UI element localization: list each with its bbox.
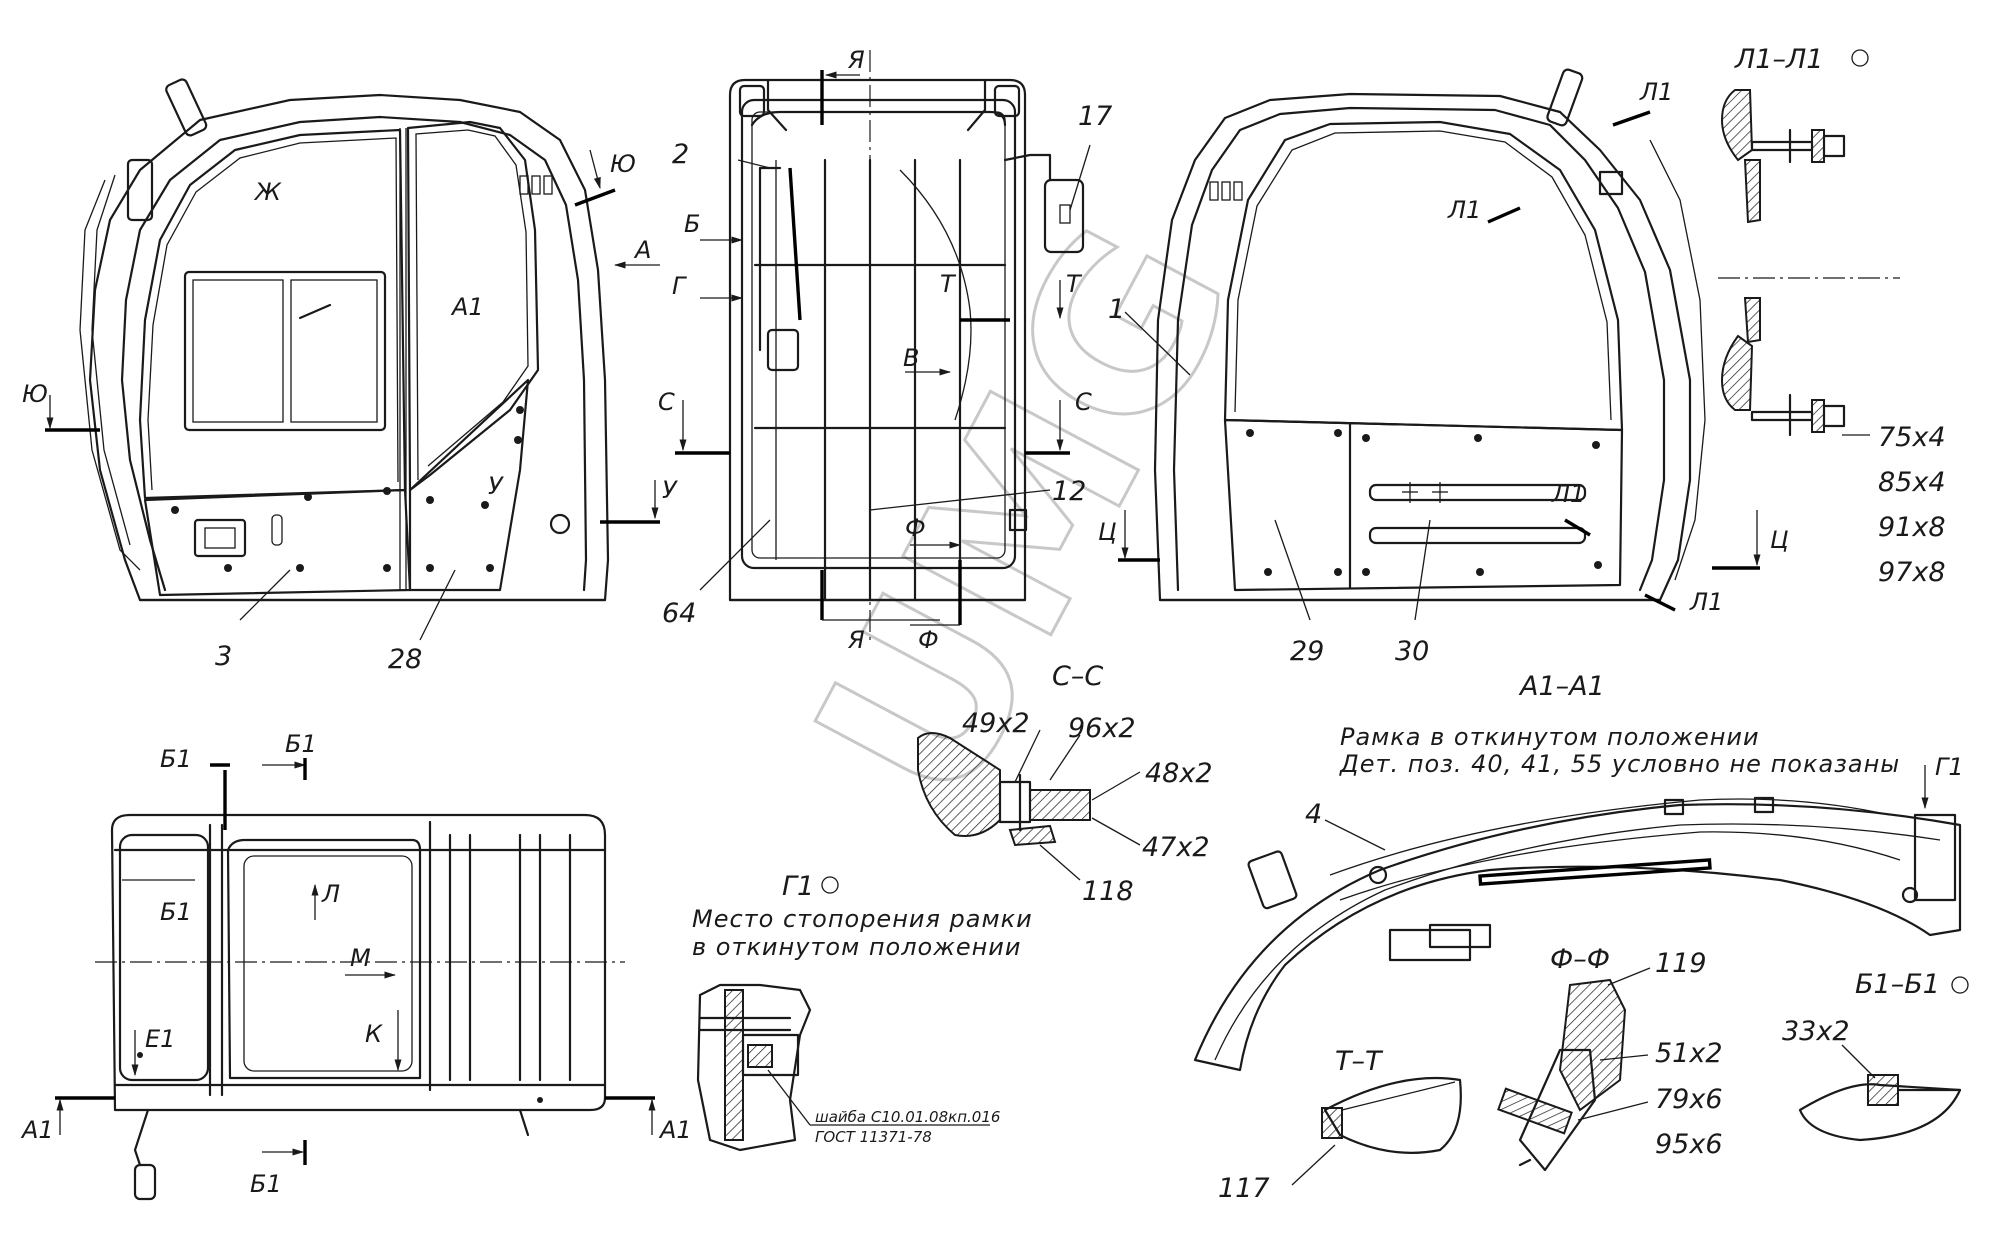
mark-ts-right: Ц (1770, 526, 1789, 554)
note-frame-position: Рамка в откинутом положении (1340, 723, 1760, 751)
mark-v: В (903, 344, 919, 372)
note-gost: ГОСТ 11371-78 (815, 1128, 932, 1146)
part-49x2: 49x2 (962, 708, 1030, 739)
mark-b1-bottom: Б1 (250, 1170, 282, 1198)
part-4: 4 (1305, 799, 1322, 830)
mark-zh: Ж (253, 178, 282, 206)
mark-u-left: У (662, 476, 678, 504)
mark-ya-top: Я (847, 46, 865, 74)
section-a1 (1193, 796, 1962, 1072)
title-f-f: Ф–Ф (1550, 944, 1610, 975)
mark-ts-left: Ц (1098, 518, 1117, 546)
mark-a1-left: А1 (20, 1116, 54, 1144)
mark-b1-inner: Б1 (160, 898, 192, 926)
part-117: 117 (1218, 1173, 1270, 1204)
mark-f-mid: Ф (905, 514, 926, 542)
part-95x6: 95x6 (1655, 1129, 1723, 1160)
mark-u-near: У (488, 472, 504, 500)
section-t (1321, 1076, 1462, 1154)
note-parts-not-shown: Дет. поз. 40, 41, 55 условно не показаны (1339, 750, 1900, 778)
mark-yu-right: Ю (610, 150, 636, 178)
mark-l: Л (321, 880, 340, 908)
mark-f-bottom: Ф (918, 626, 939, 654)
mark-a1-top: А1 (450, 293, 484, 321)
note-lock-place: Место стопорения рамки (692, 905, 1033, 933)
part-12: 12 (1052, 476, 1086, 507)
part-75x4: 75x4 (1878, 422, 1946, 453)
mark-e1: Е1 (145, 1025, 175, 1053)
title-a1-a1: А1–А1 (1518, 671, 1605, 702)
cabin-top-view (95, 813, 625, 1201)
note-lock-position: в откинутом положении (692, 933, 1022, 961)
mark-b1-topright: Б1 (285, 730, 317, 758)
mark-a1-right: А1 (658, 1116, 692, 1144)
part-119: 119 (1655, 948, 1707, 979)
part-64: 64 (662, 598, 696, 629)
part-1: 1 (1108, 294, 1125, 325)
part-47x2: 47x2 (1142, 832, 1210, 863)
part-29: 29 (1290, 636, 1324, 667)
section-cut-markers (45, 70, 1929, 1165)
mark-t-left: Т (940, 270, 957, 298)
title-l1-l1: Л1–Л1 (1734, 44, 1823, 75)
section-l1 (1718, 89, 1900, 437)
mark-b: Б (684, 210, 700, 238)
title-s-s: С–С (1052, 661, 1103, 692)
part-97x8: 97x8 (1878, 557, 1946, 588)
part-91x8: 91x8 (1878, 512, 1946, 543)
mark-g: Г (672, 272, 687, 300)
part-17: 17 (1078, 101, 1112, 132)
part-2: 2 (672, 139, 689, 170)
view-marks: Ю Ю Ж А А1 У У Б Г С С Я Я В Т Т Ф Ф Ц Ц… (20, 46, 1964, 1198)
part-3: 3 (215, 641, 232, 672)
mark-l1-b: Л1 (1447, 196, 1481, 224)
part-28: 28 (388, 644, 422, 675)
mark-m: М (350, 944, 371, 972)
part-33x2: 33x2 (1782, 1016, 1850, 1047)
part-96x2: 96x2 (1068, 713, 1136, 744)
cabin-front-view (728, 50, 1085, 640)
mark-a: А (633, 236, 651, 264)
title-b1-b1: Б1–Б1 (1855, 969, 1940, 1000)
mark-s-right: С (1075, 388, 1092, 416)
leader-lines (239, 144, 1876, 1186)
section-f (1497, 978, 1627, 1172)
cabin-side-view-right (1153, 68, 1706, 602)
view-g1 (696, 983, 990, 1152)
title-g1: Г1 (782, 871, 814, 902)
mark-l1-c: Л1 (1551, 480, 1585, 508)
part-85x4: 85x4 (1878, 467, 1946, 498)
cabin-side-view-left (79, 78, 610, 602)
mark-l1-d: Л1 (1689, 588, 1723, 616)
note-washer: шайба С10.01.08кп.016 (815, 1108, 1000, 1126)
notes: Рамка в откинутом положении Дет. поз. 40… (692, 723, 1900, 1146)
section-titles: Л1–Л1 С–С А1–А1 Т–Т Ф–Ф Б1–Б1 Г1 (782, 44, 1969, 1077)
part-51x2: 51x2 (1655, 1038, 1723, 1069)
mark-t-right: Т (1066, 270, 1083, 298)
part-118: 118 (1082, 876, 1134, 907)
section-s (917, 732, 1091, 847)
mark-ya-bottom: Я (847, 626, 865, 654)
mark-s-left: С (658, 388, 675, 416)
mark-g1: Г1 (1935, 753, 1964, 781)
mark-k: К (365, 1020, 383, 1048)
mark-l1-a: Л1 (1639, 78, 1673, 106)
mark-yu-left: Ю (22, 380, 48, 408)
part-48x2: 48x2 (1145, 758, 1213, 789)
part-labels: 3 28 64 2 17 12 1 29 30 75x4 85x4 91x8 9… (215, 101, 1946, 1204)
part-79x6: 79x6 (1655, 1084, 1723, 1115)
mark-b1-topleft: Б1 (160, 745, 192, 773)
section-b1 (1798, 1074, 1962, 1142)
title-t-t: Т–Т (1335, 1046, 1384, 1077)
part-30: 30 (1395, 636, 1429, 667)
